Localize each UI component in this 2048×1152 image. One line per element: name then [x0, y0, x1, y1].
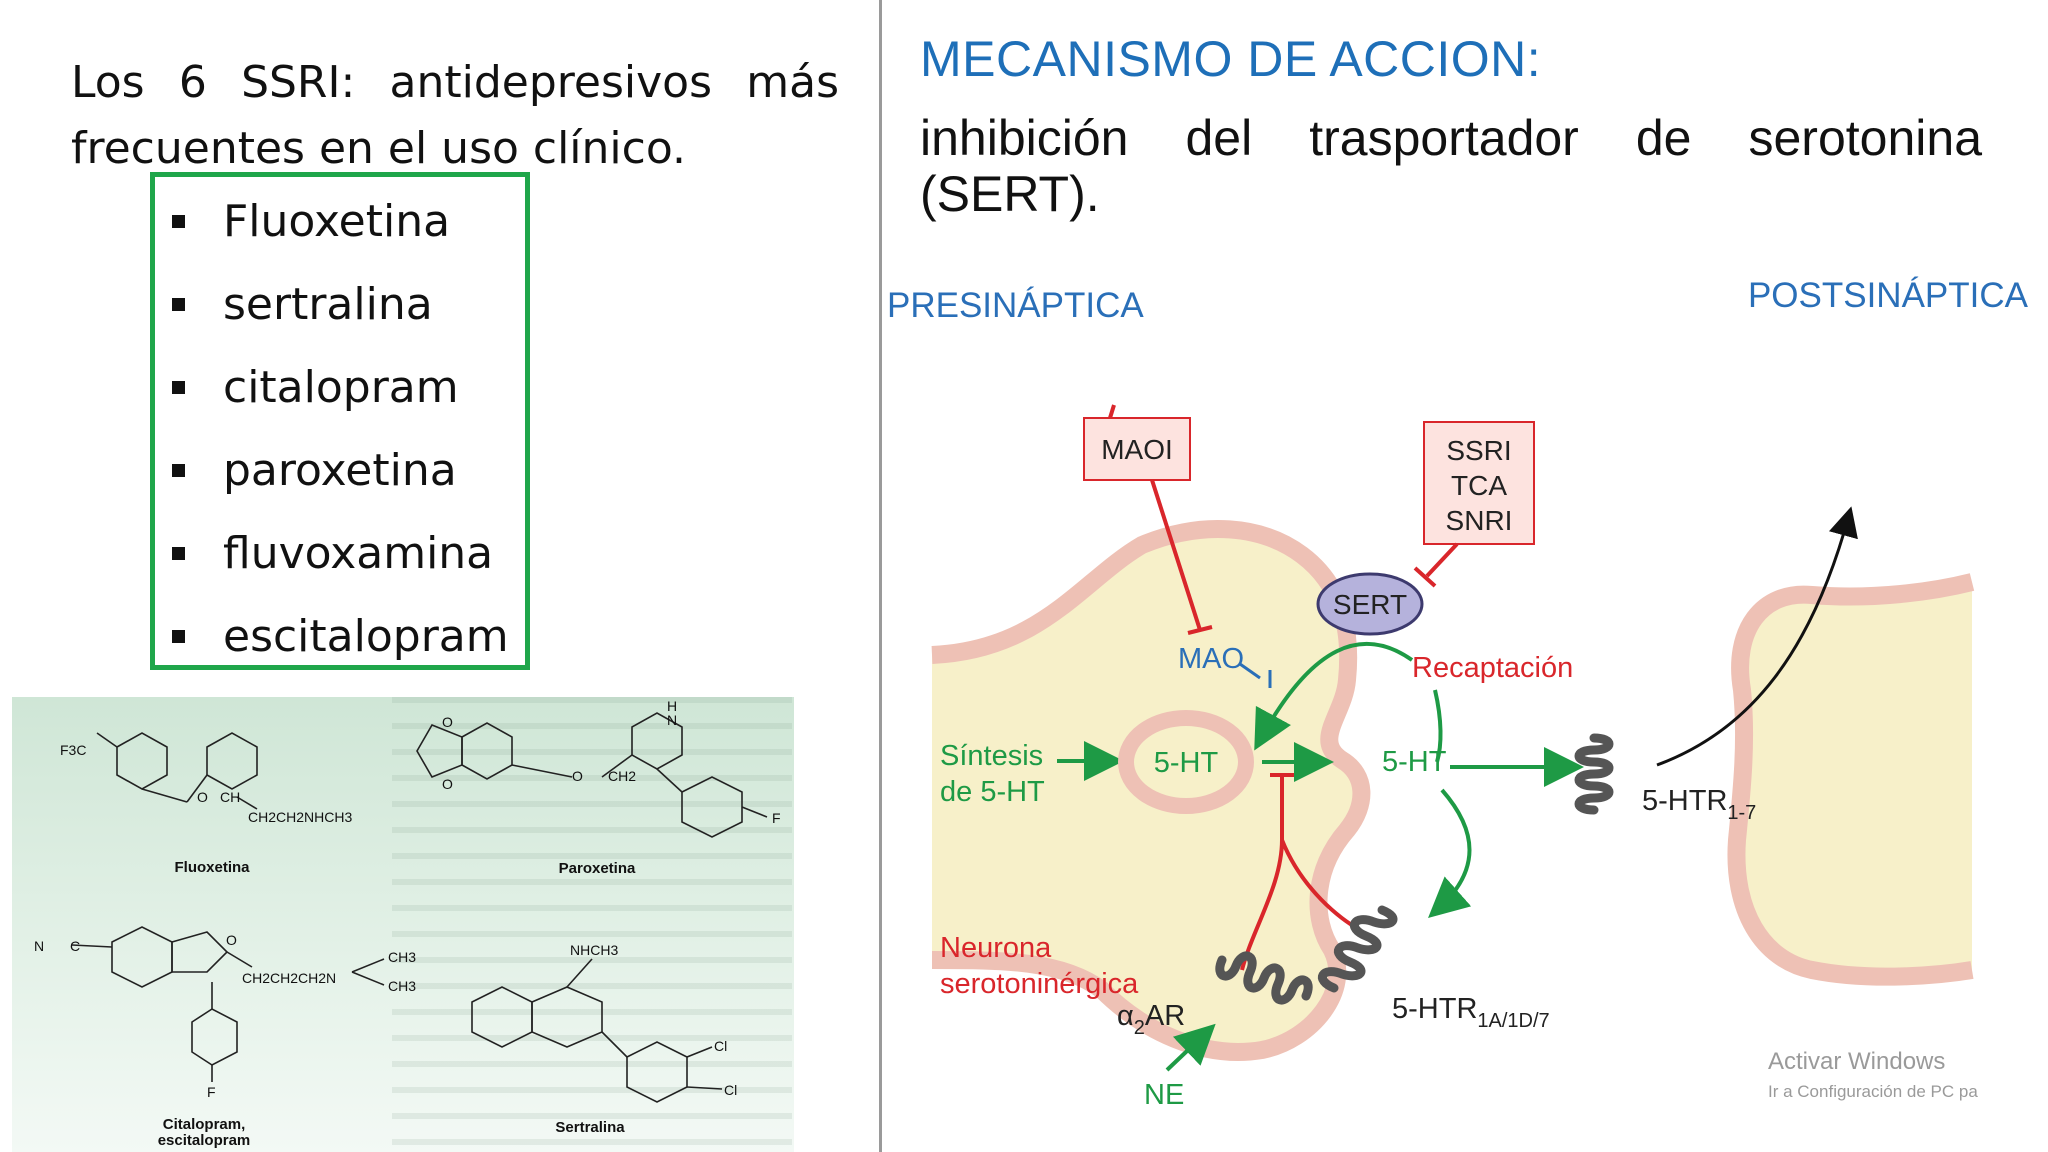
svg-text:CH2: CH2 — [608, 768, 636, 784]
activate-windows-subtext: Ir a Configuración de PC pa — [1768, 1082, 1978, 1101]
bullet-icon — [172, 630, 185, 643]
fluox-label: F3C — [60, 742, 86, 758]
svg-text:F: F — [772, 810, 781, 826]
intro-paragraph: Los 6 SSRI: antidepresivos más frecuente… — [71, 50, 839, 182]
svg-text:CH3: CH3 — [388, 978, 416, 994]
svg-text:N: N — [667, 712, 677, 728]
svg-text:CH3: CH3 — [388, 949, 416, 965]
auto-receptor-icon — [1318, 905, 1398, 993]
svg-text:O: O — [442, 776, 453, 792]
postsynaptic-terminal — [1727, 573, 1975, 986]
neuron-label-2: serotoninérgica — [940, 968, 1139, 1000]
bullet-icon — [172, 215, 185, 228]
svg-text:O: O — [442, 714, 453, 730]
intro-word: SSRI: — [241, 57, 356, 108]
synthesis-label-2: de 5-HT — [940, 776, 1045, 808]
list-item: sertralina — [168, 263, 509, 346]
alpha2ar-label: α2AR — [1117, 1000, 1185, 1039]
intro-word: más — [746, 57, 839, 108]
drug-list-box — [150, 172, 530, 670]
svg-text:C: C — [70, 938, 80, 954]
svg-text:N: N — [34, 938, 44, 954]
reuptake-label: Recaptación — [1412, 652, 1573, 684]
chemical-structures-image: F3C O CH CH2CH2NHCH3 Fluoxetina H N O O … — [12, 697, 794, 1152]
drug-list: Fluoxetina sertralina citalopram paroxet… — [168, 180, 509, 678]
svg-text:F: F — [207, 1084, 216, 1100]
snri-label: SNRI — [1446, 505, 1513, 536]
postsynaptic-label: POSTSINÁPTICA — [1748, 276, 2029, 315]
sert-label: SERT — [1333, 589, 1407, 620]
svg-text:escitalopram: escitalopram — [158, 1132, 251, 1149]
list-item: citalopram — [168, 346, 509, 429]
list-item: escitalopram — [168, 595, 509, 678]
fluoxetina-caption: Fluoxetina — [174, 859, 250, 876]
intro-word: antidepresivos — [389, 57, 713, 108]
synthesis-label-1: Síntesis — [940, 740, 1043, 772]
mechanism-title: MECANISMO DE ACCION: — [920, 31, 1542, 87]
svg-text:O: O — [572, 768, 583, 784]
bullet-icon — [172, 381, 185, 394]
cleft-5ht-label: 5-HT — [1382, 746, 1447, 778]
svg-text:Cl: Cl — [714, 1038, 727, 1054]
post-receptor-label: 5-HTR1-7 — [1642, 785, 1756, 824]
auto-receptor-label: 5-HTR1A/1D/7 — [1392, 993, 1550, 1032]
ssri-label: SSRI — [1446, 435, 1511, 466]
column-divider — [879, 0, 882, 1152]
mao-label: MAO — [1178, 643, 1244, 675]
bullet-icon — [172, 298, 185, 311]
list-item: fluvoxamina — [168, 512, 509, 595]
post-receptor-icon — [1574, 733, 1614, 815]
intro-word: Los — [71, 57, 145, 108]
intro-line-2: frecuentes en el uso clínico. — [71, 123, 686, 174]
svg-text:Cl: Cl — [724, 1082, 737, 1098]
presynaptic-label: PRESINÁPTICA — [887, 286, 1144, 325]
bullet-icon — [172, 547, 185, 560]
list-item: paroxetina — [168, 429, 509, 512]
svg-text:O: O — [226, 932, 237, 948]
svg-text:CH2CH2NHCH3: CH2CH2NHCH3 — [248, 809, 352, 825]
maoi-label: MAOI — [1101, 434, 1173, 465]
neuron-label-1: Neurona — [940, 932, 1052, 964]
ne-label: NE — [1144, 1079, 1184, 1111]
list-item: Fluoxetina — [168, 180, 509, 263]
alpha2-receptor-icon — [1215, 951, 1313, 1005]
citalopram-caption: Citalopram, — [163, 1116, 246, 1133]
mechanism-text: inhibición del trasportador de serotonin… — [920, 110, 1982, 222]
svg-text:H: H — [667, 698, 677, 714]
svg-text:O: O — [197, 789, 208, 805]
svg-text:CH2CH2CH2N: CH2CH2CH2N — [242, 970, 336, 986]
svg-text:CH: CH — [220, 789, 240, 805]
bullet-icon — [172, 464, 185, 477]
svg-text:NHCH3: NHCH3 — [570, 942, 618, 958]
synapse-diagram: PRESINÁPTICA POSTSINÁPTICA MAOI SSRI TCA… — [887, 276, 2029, 1111]
sertralina-caption: Sertralina — [555, 1119, 625, 1136]
activate-windows-watermark: Activar Windows — [1768, 1048, 1946, 1075]
tca-label: TCA — [1451, 470, 1507, 501]
vesicle-5ht-label: 5-HT — [1154, 747, 1219, 779]
paroxetina-caption: Paroxetina — [559, 860, 636, 877]
intro-word: 6 — [178, 57, 207, 108]
